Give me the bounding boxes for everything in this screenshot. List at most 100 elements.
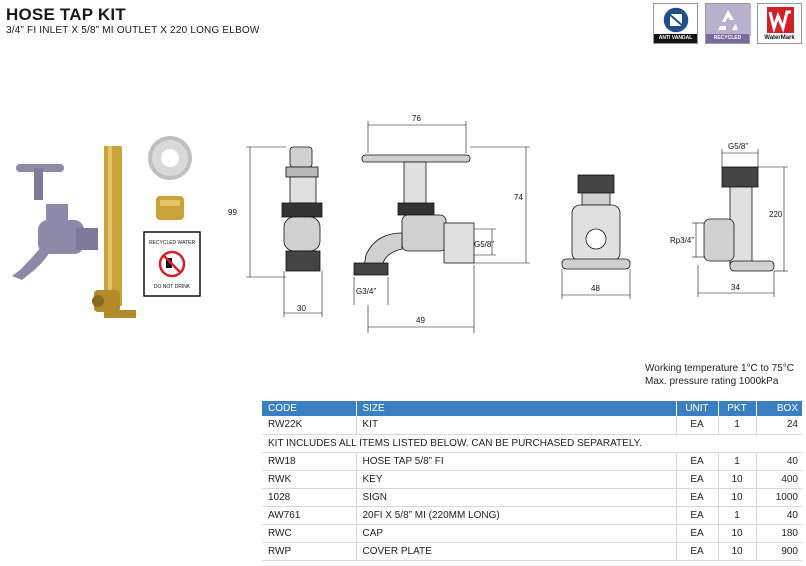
dim-plate-width [561, 269, 631, 299]
cell-code: RW18 [262, 452, 357, 471]
header-box: BOX [756, 401, 802, 416]
hose-tap-icon [12, 204, 98, 280]
cell-pkt: 1 [718, 452, 757, 471]
tap-side-view [353, 154, 475, 276]
dim-elbow-inlet [692, 222, 704, 258]
table-row: RW18 HOSE TAP 5/8” FI EA 1 40 [262, 452, 802, 471]
recycle-icon [706, 4, 751, 36]
dim-label-tap-height: 99 [228, 208, 237, 217]
dim-elbow-thread [721, 149, 759, 167]
cell-pkt: 10 [718, 524, 757, 543]
technical-drawings: 99 30 76 74 G5/8” G3/4” [228, 114, 788, 333]
cell-size: 20FI X 5/8” MI (220MM LONG) [356, 506, 677, 525]
dim-inlet-thread [353, 277, 389, 305]
working-temperature: Working temperature 1°C to 75°C [645, 363, 794, 374]
cell-unit: EA [676, 416, 719, 435]
table-row: RWK KEY EA 10 400 [262, 470, 802, 489]
cell-box: 24 [756, 416, 802, 435]
dim-spout-length [367, 265, 475, 333]
header-unit: UNIT [676, 401, 719, 416]
kit-note: KIT INCLUDES ALL ITEMS LISTED BELOW. CAN… [262, 434, 802, 453]
cell-size: COVER PLATE [356, 542, 677, 561]
recycled-water-label: RECYCLED WATER [706, 34, 749, 50]
cell-size: CAP [356, 524, 677, 543]
cell-unit: EA [676, 524, 719, 543]
cell-unit: EA [676, 452, 719, 471]
cell-code: 1028 [262, 488, 357, 507]
watermark-badge: WaterMark [757, 3, 802, 44]
cell-pkt: 10 [718, 470, 757, 489]
cell-box: 180 [756, 524, 802, 543]
dim-elbow-length [758, 166, 788, 272]
dim-label-inlet-thread: G3/4” [356, 287, 376, 296]
dim-label-elbow-thread: G5/8” [728, 142, 748, 151]
key-icon [16, 164, 64, 200]
cell-box: 40 [756, 506, 802, 525]
dim-outlet-thread [474, 228, 496, 256]
product-photos: RECYCLED WATER DO NOT DRINK [12, 136, 201, 318]
cell-box: 900 [756, 542, 802, 561]
cell-size: SIGN [356, 488, 677, 507]
cell-code: RWC [262, 524, 357, 543]
page-subtitle: 3/4” FI INLET X 5/8” MI OUTLET X 220 LON… [6, 25, 260, 36]
dim-label-outlet-thread: G5/8” [474, 240, 494, 249]
header-size: SIZE [356, 401, 677, 416]
cell-size: KEY [356, 470, 677, 489]
cover-plate-icon [148, 136, 192, 180]
anti-vandal-badge: ANTI VANDAL [653, 3, 698, 44]
table-row-kit: RW22K KIT EA 1 24 [262, 416, 802, 435]
cell-pkt: 1 [718, 416, 757, 435]
brass-elbow-icon [92, 146, 136, 318]
dim-label-plate-width: 48 [591, 284, 600, 293]
dim-label-elbow-depth: 34 [731, 283, 740, 292]
specifications: Working temperature 1°C to 75°C Max. pre… [645, 362, 794, 388]
table-header-row: CODE SIZE UNIT PKT BOX [262, 401, 802, 416]
sign-heading: RECYCLED WATER [149, 240, 196, 246]
cell-code: RWK [262, 470, 357, 489]
dim-spout-height [470, 146, 530, 264]
table-row: AW761 20FI X 5/8” MI (220MM LONG) EA 1 4… [262, 506, 802, 525]
page-title: HOSE TAP KIT [6, 5, 126, 24]
dim-label-elbow-inlet: Rp3/4” [670, 236, 694, 245]
cell-size: KIT [356, 416, 677, 435]
max-pressure: Max. pressure rating 1000kPa [645, 376, 779, 387]
cap-icon [156, 196, 184, 220]
sign-footer: DO NOT DRINK [154, 284, 191, 290]
cell-pkt: 1 [718, 506, 757, 525]
anti-vandal-label: ANTI VANDAL [654, 34, 697, 43]
dim-label-elbow-length: 220 [769, 210, 783, 219]
cell-box: 1000 [756, 488, 802, 507]
cell-unit: EA [676, 542, 719, 561]
cell-box: 400 [756, 470, 802, 489]
dim-label-handle-width: 76 [412, 114, 421, 123]
tap-front-view [281, 146, 323, 272]
cell-box: 40 [756, 452, 802, 471]
table-note-row: KIT INCLUDES ALL ITEMS LISTED BELOW. CAN… [262, 434, 802, 453]
recycled-water-badge: RECYCLED WATER [705, 3, 751, 50]
parts-table: CODE SIZE UNIT PKT BOX RW22K KIT EA 1 24… [262, 401, 802, 561]
dim-label-spout-height: 74 [514, 193, 523, 202]
cell-code: AW761 [262, 506, 357, 525]
dim-tap-height [246, 146, 286, 278]
cell-unit: EA [676, 488, 719, 507]
watermark-logo [767, 7, 794, 34]
cell-unit: EA [676, 470, 719, 489]
header-pkt: PKT [718, 401, 757, 416]
cell-code: RWP [262, 542, 357, 561]
cell-pkt: 10 [718, 542, 757, 561]
dim-handle-width [367, 121, 467, 153]
table-row: 1028 SIGN EA 10 1000 [262, 488, 802, 507]
elbow-side-view [703, 166, 775, 272]
elbow-front-view [561, 174, 631, 270]
table-row: RWP COVER PLATE EA 10 900 [262, 542, 802, 561]
cell-size: HOSE TAP 5/8” FI [356, 452, 677, 471]
dim-elbow-depth [697, 265, 775, 297]
watermark-label: WaterMark [758, 34, 801, 43]
table-row: RWC CAP EA 10 180 [262, 524, 802, 543]
cell-pkt: 10 [718, 488, 757, 507]
cell-unit: EA [676, 506, 719, 525]
dim-label-spout-length: 49 [416, 316, 425, 325]
header-code: CODE [262, 401, 357, 416]
cell-code: RW22K [262, 416, 357, 435]
dim-tap-width [283, 271, 323, 317]
